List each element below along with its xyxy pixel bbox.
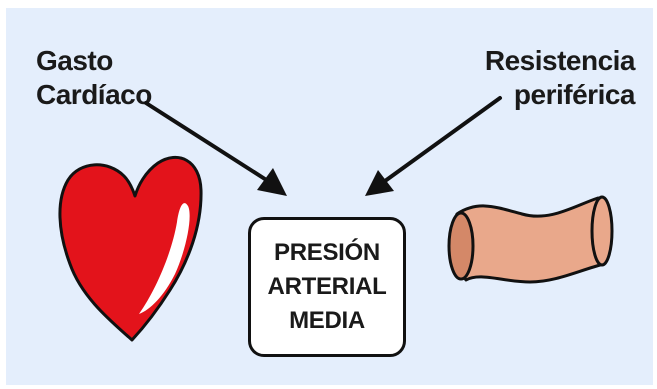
mean-arterial-pressure-line3: MEDIA	[289, 304, 365, 338]
mean-arterial-pressure-box: PRESIÓN ARTERIAL MEDIA	[248, 217, 406, 357]
heart-icon	[60, 157, 201, 340]
mean-arterial-pressure-line1: PRESIÓN	[274, 236, 380, 270]
blood-vessel-icon	[449, 197, 612, 282]
right-arrow	[365, 98, 500, 196]
mean-arterial-pressure-line2: ARTERIAL	[268, 270, 387, 304]
